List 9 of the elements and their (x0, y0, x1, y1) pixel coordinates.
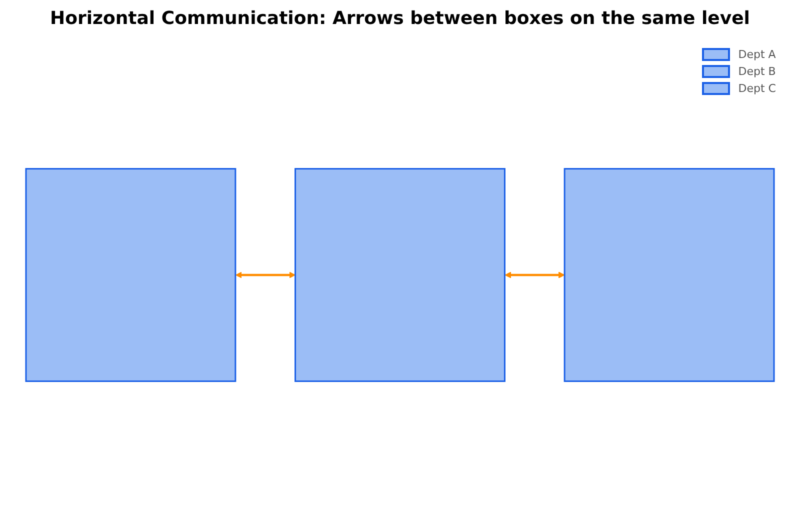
arrow (235, 272, 296, 278)
legend-label: Dept B (738, 65, 776, 78)
arrow (504, 272, 565, 278)
diagram-title: Horizontal Communication: Arrows between boxes on the same level (49, 8, 751, 29)
legend-label: Dept A (738, 48, 776, 61)
legend-label: Dept C (738, 82, 776, 95)
node-box (564, 168, 775, 382)
node-box (25, 168, 236, 382)
node-box (294, 168, 506, 382)
